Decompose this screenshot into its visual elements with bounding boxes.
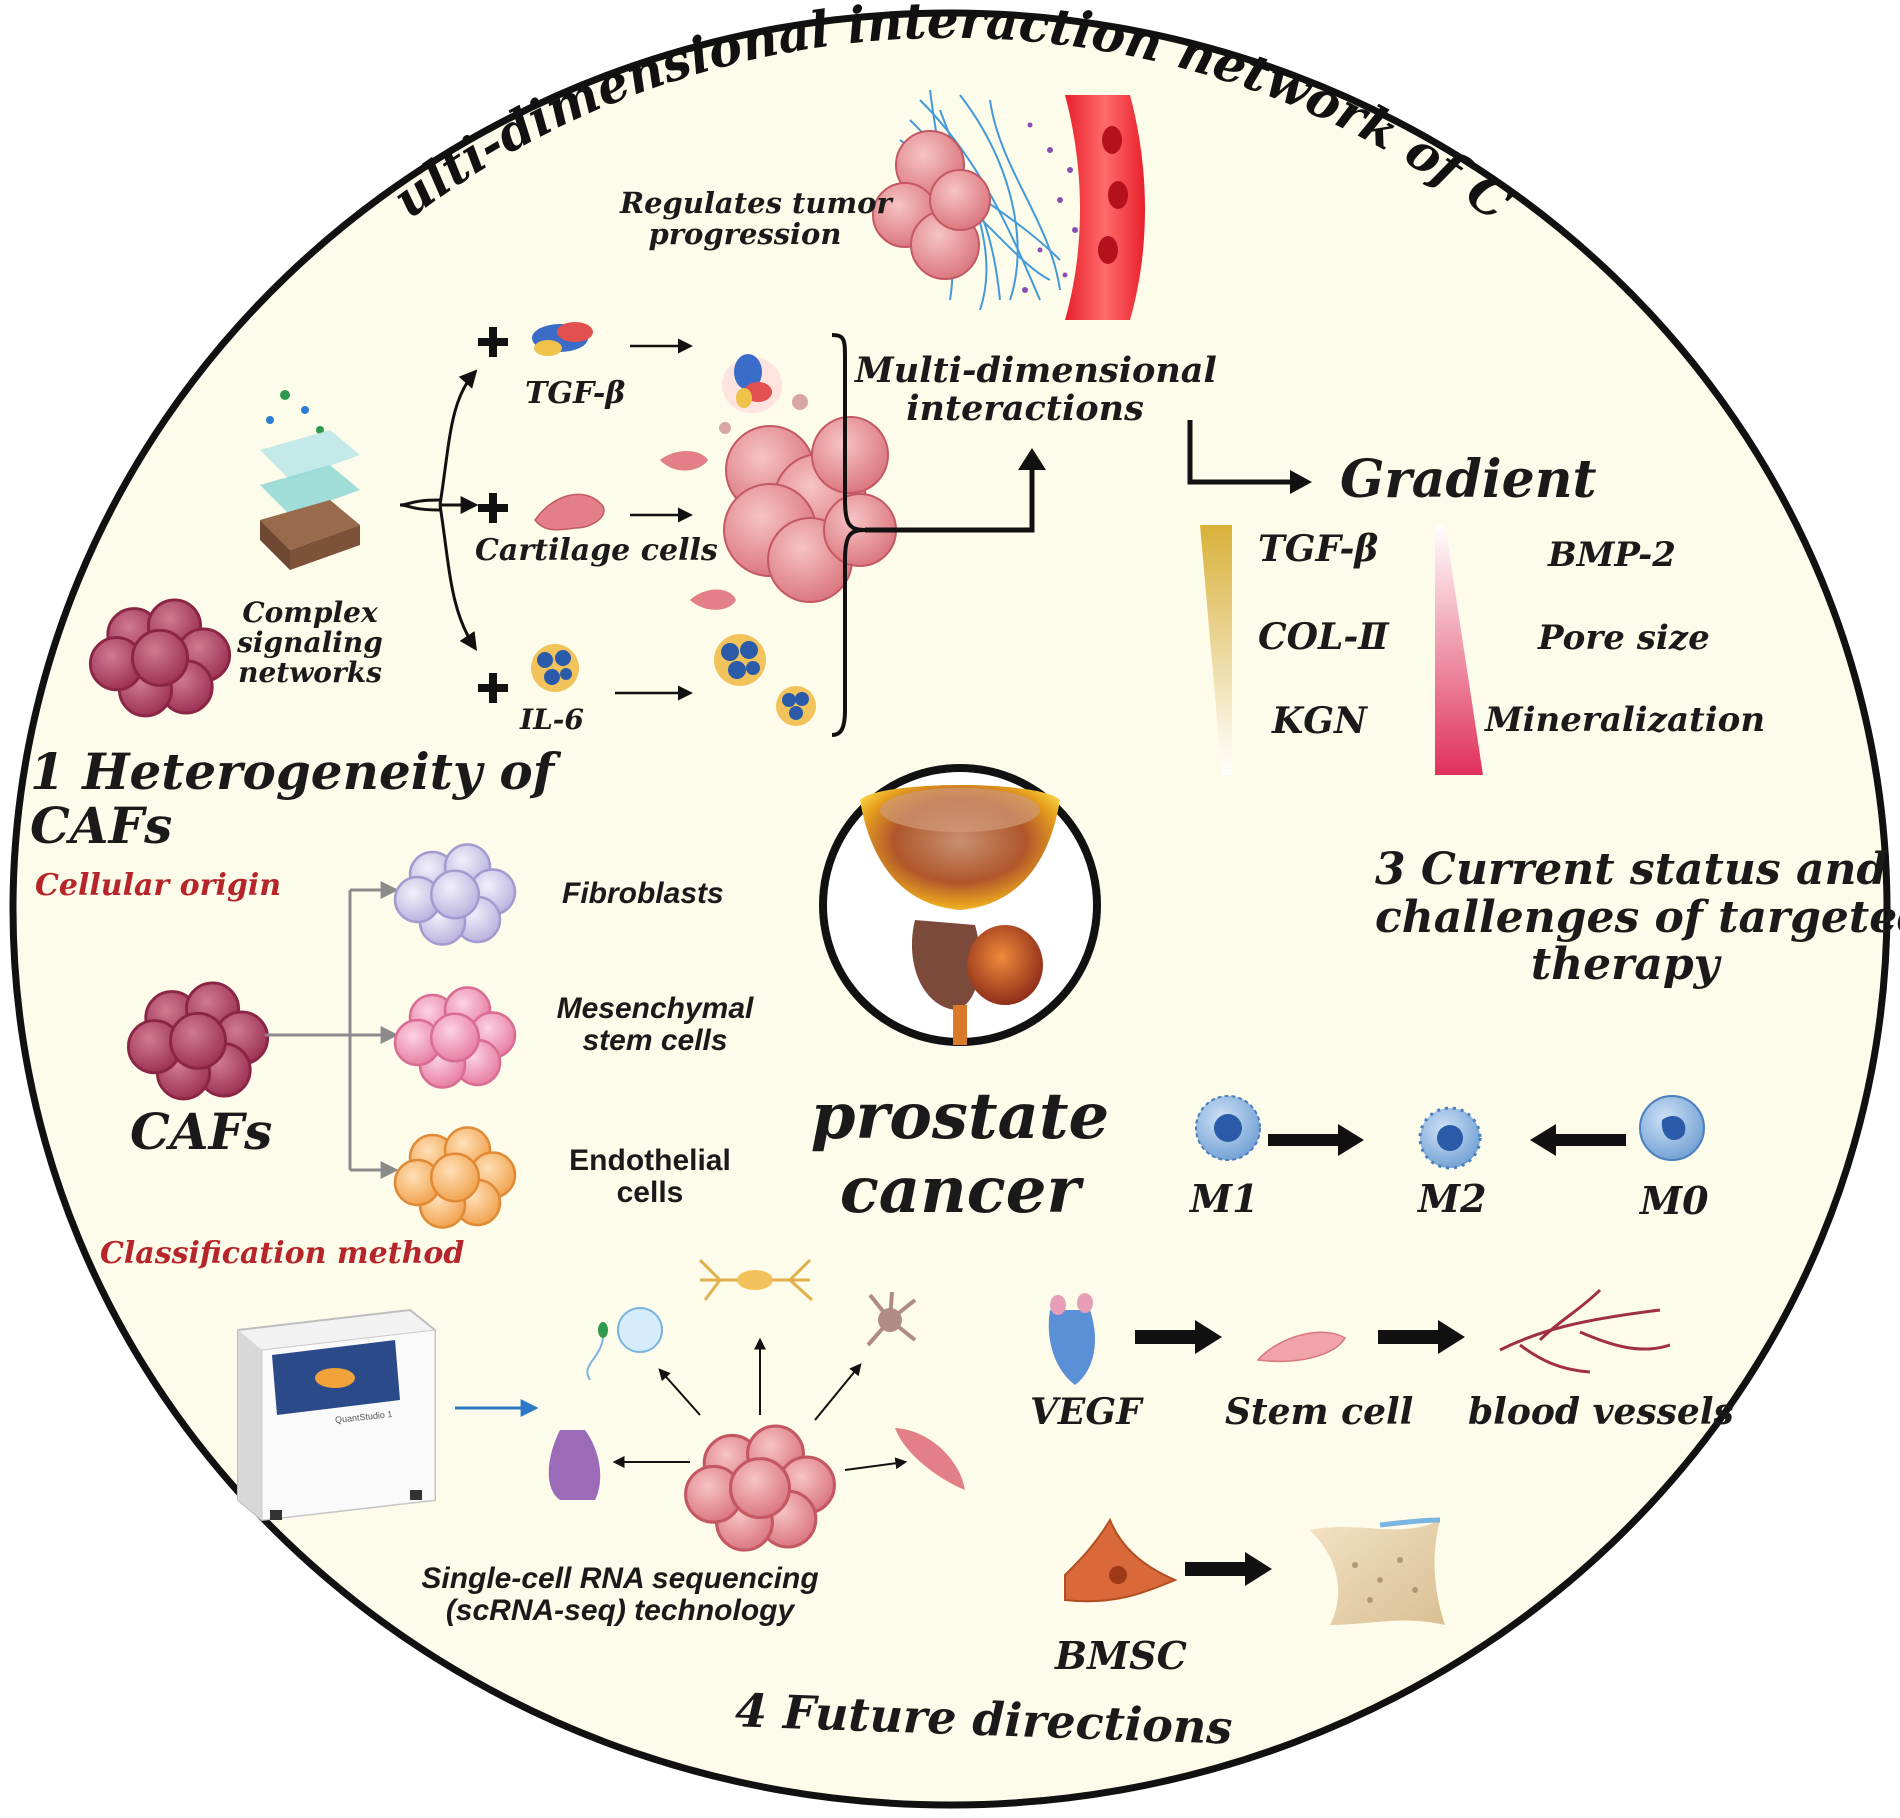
m0-label: M0: [1640, 1178, 1709, 1223]
section3-title-line2: challenges of targeted: [1375, 891, 1900, 943]
m2-label: M2: [1418, 1176, 1487, 1221]
complex-line1: Complex: [242, 596, 378, 629]
prostate-illustration: [860, 785, 1060, 1045]
macrophage-m1-icon: [1195, 1095, 1261, 1161]
cartilage-cells-label: Cartilage cells: [475, 533, 718, 568]
scaffold-layers-icon: [260, 390, 360, 570]
prostate-line1: prostate: [810, 1079, 1110, 1154]
gradient-bar-pink: [1435, 525, 1483, 775]
bracket-to-interactions-arrow: [865, 470, 1035, 533]
bmsc-nucleus-icon: [1109, 1566, 1127, 1584]
blood-vessel-icon: [1065, 95, 1145, 320]
epithelial-cell-icon: [548, 1430, 601, 1500]
multi-line2: interactions: [906, 387, 1144, 429]
branch-brace: [399, 498, 441, 512]
neuron-cell-icon: [698, 1258, 814, 1302]
branch-arrows: [438, 369, 479, 652]
prostate-cancer-label: prostate cancer: [790, 1080, 1130, 1227]
multi-line1: Multi-dimensional: [855, 350, 1217, 391]
section3-title-line1: 3 Current status and: [1375, 844, 1888, 895]
stem-cell-icon: [1256, 1331, 1347, 1363]
gradient-right-1: BMP-2: [1548, 535, 1676, 575]
blood-vessels-icon: [1499, 1288, 1671, 1374]
origin-msc-line1: Mesenchymal: [556, 992, 754, 1025]
regulates-line2: progression: [648, 217, 842, 252]
complex-line2: signaling: [237, 626, 383, 660]
origin-msc-label: Mesenchymal stem cells: [535, 992, 775, 1058]
regulates-label: Regulates tumor progression: [620, 186, 892, 252]
origin-fibroblasts-label: Fibroblasts: [562, 877, 724, 910]
scrna-arrows: [612, 1337, 908, 1471]
vegf-label: VEGF: [1030, 1391, 1142, 1433]
gradient-right-2: Pore size: [1538, 618, 1710, 658]
il6-label: IL-6: [520, 703, 584, 736]
complex-networks-label: Complex signaling networks: [230, 596, 390, 690]
il6-particle-bound-icon: [714, 634, 816, 726]
qpcr-instrument-icon: [237, 1308, 436, 1522]
gradient-label: Gradient: [1340, 449, 1597, 510]
vegf-arrows: [1135, 1320, 1465, 1354]
m1-label: M1: [1190, 1176, 1259, 1221]
cafs-source-label: CAFs: [130, 1102, 273, 1161]
reaction-arrows: [615, 338, 693, 701]
gradient-left-3: KGN: [1272, 700, 1367, 742]
origin-msc-line2: stem cells: [582, 1024, 728, 1058]
tgf-beta-bound-icon: [722, 354, 782, 413]
vesicle-icon-2: [719, 422, 731, 434]
gradient-left-1: TGF-β: [1258, 528, 1379, 570]
complex-line3: networks: [238, 656, 382, 690]
fibroblast-spindle-icon: [895, 1428, 965, 1490]
sperm-egg-cell-icon: [586, 1307, 663, 1381]
vesicle-icon: [792, 394, 808, 410]
stem-cell-label: Stem cell: [1225, 1391, 1414, 1433]
arrowhead-up: [1018, 448, 1046, 470]
tgf-beta-label: TGF-β: [525, 376, 626, 411]
stromal-cell-icon-2: [690, 589, 736, 610]
regulates-line1: Regulates tumor: [620, 186, 892, 220]
prostate-line2: cancer: [839, 1152, 1081, 1228]
arrowhead-right: [1290, 470, 1312, 494]
interactions-to-gradient-arrow: [1187, 420, 1290, 485]
origin-endothelial-line2: cells: [616, 1176, 684, 1210]
scrna-line1: Single-cell RNA sequencing: [421, 1562, 819, 1595]
blood-vessels-label: blood vessels: [1468, 1391, 1734, 1433]
macrophage-m2-icon: [1418, 1106, 1482, 1170]
bone-tissue-icon: [1310, 1517, 1445, 1625]
section1-title: 1 Heterogeneity of CAFs: [30, 745, 554, 853]
section3-title-line3: therapy: [1530, 939, 1720, 991]
plus-icons: [478, 327, 508, 703]
origin-endothelial-label: Endothelial cells: [550, 1144, 750, 1210]
cellular-origin-label: Cellular origin: [35, 868, 282, 903]
il6-particle-icon: [531, 644, 579, 692]
gradient-bar-gold: [1200, 525, 1232, 775]
gradient-left-2: COL-Ⅱ: [1258, 616, 1389, 658]
tumor-cells-cluster-top: [872, 130, 991, 280]
classification-method-label: Classification method: [100, 1236, 465, 1271]
bmsc-cell-icon: [1064, 1517, 1178, 1603]
origin-tree-arrows: [265, 881, 399, 1179]
macrophage-m0-icon: [1639, 1095, 1705, 1161]
scrna-label: Single-cell RNA sequencing (scRNA-seq) t…: [360, 1562, 880, 1628]
macrophage-arrows: [1268, 1124, 1626, 1156]
scrna-line2: (scRNA-seq) technology: [445, 1594, 795, 1628]
bmsc-label: BMSC: [1055, 1633, 1187, 1678]
stromal-cell-icon: [660, 451, 708, 471]
cartilage-cell-icon: [534, 493, 605, 531]
bmsc-arrow: [1185, 1552, 1272, 1586]
section1-title-line2: CAFs: [30, 796, 173, 855]
vegf-protein-icon: [1048, 1293, 1095, 1385]
origin-endothelial-line1: Endothelial: [569, 1144, 731, 1177]
tgf-beta-protein-icon: [532, 322, 593, 356]
gradient-right-3: Mineralization: [1485, 700, 1766, 740]
stellate-cell-icon: [866, 1291, 917, 1347]
multi-dimensional-label: Multi-dimensional interactions: [855, 350, 1217, 429]
section1-title-line1: 1 Heterogeneity of: [30, 742, 555, 801]
section3-title: 3 Current status and challenges of targe…: [1375, 844, 1900, 991]
